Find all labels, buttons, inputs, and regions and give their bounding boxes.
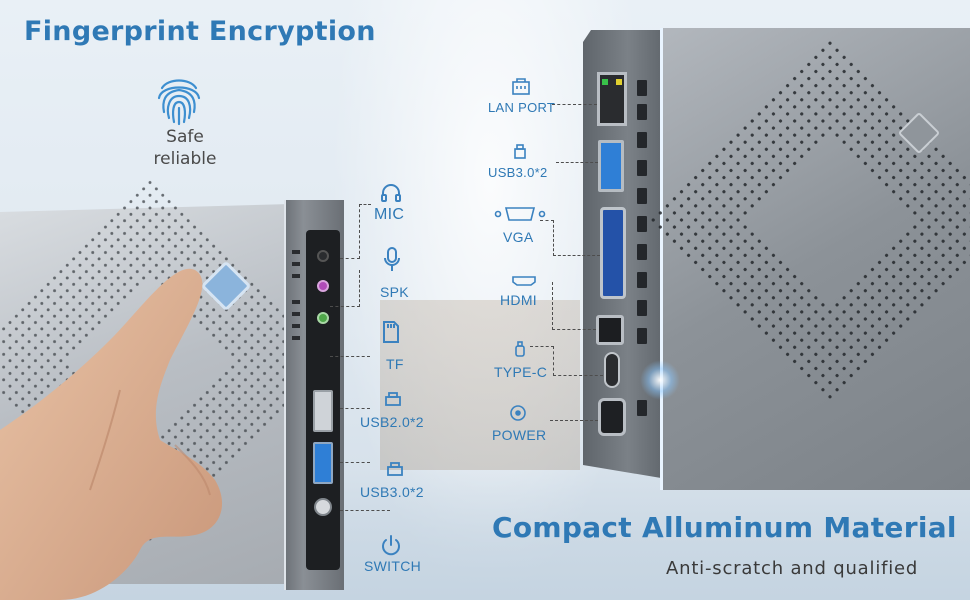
- right-vent: [637, 244, 647, 260]
- right-vent: [637, 104, 647, 120]
- callout-line-vga: [553, 220, 554, 256]
- label-power: POWER: [492, 427, 547, 443]
- safe-line-1: Safe: [166, 127, 204, 147]
- type-c-port: [604, 352, 620, 388]
- right-vent: [637, 80, 647, 96]
- dc-power-port: [598, 398, 626, 436]
- left-vent: [292, 312, 300, 316]
- callout-line-lan: [552, 104, 597, 105]
- callout-line-tf: [330, 356, 370, 357]
- usb2-port: [313, 390, 333, 432]
- dc-power-icon: [510, 405, 526, 421]
- label-mic: MIC: [374, 206, 405, 223]
- callout-line-typec: [553, 375, 603, 376]
- right-vent: [637, 132, 647, 148]
- label-tf: TF: [386, 356, 404, 372]
- label-vga: VGA: [503, 229, 534, 245]
- label-hdmi: HDMI: [500, 292, 537, 308]
- callout-line-mic: [359, 204, 360, 259]
- ethernet-icon: [512, 78, 530, 95]
- right-vent: [637, 272, 647, 288]
- left-vent: [292, 300, 300, 304]
- right-vent: [637, 160, 647, 176]
- edge-glow: [640, 360, 680, 400]
- headline-fingerprint: Fingerprint Encryption: [24, 16, 376, 47]
- callout-line-usb2: [340, 408, 370, 409]
- right-vent: [637, 188, 647, 204]
- right-vent: [637, 216, 647, 232]
- label-spk: SPK: [380, 284, 409, 300]
- usb-icon: [387, 462, 403, 476]
- right-vent: [637, 300, 647, 316]
- left-vent: [292, 274, 300, 278]
- callout-line-vga: [540, 220, 554, 221]
- sd-card-icon: [383, 321, 399, 343]
- callout-line-spk: [359, 270, 360, 307]
- label-switch: SWITCH: [364, 558, 422, 574]
- left-vent: [292, 324, 300, 328]
- safe-line-2: reliable: [153, 149, 217, 169]
- right-usb3-port: [598, 140, 624, 192]
- tf-slot: [317, 312, 329, 324]
- fingerprint-icon: [157, 79, 201, 126]
- callout-line-hdmi: [552, 282, 553, 330]
- mic-jack: [317, 250, 329, 262]
- callout-line-switch: [340, 510, 390, 511]
- headphones-icon: [381, 184, 401, 202]
- left-vent: [292, 336, 300, 340]
- vga-port: [600, 207, 626, 299]
- safe-reliable-text: Safe reliable: [140, 126, 230, 170]
- callout-line-power: [550, 420, 598, 421]
- left-vent: [292, 262, 300, 266]
- power-icon: [382, 535, 400, 556]
- label-type-c: TYPE-C: [494, 364, 548, 380]
- label-lan-port: LAN PORT: [488, 100, 556, 115]
- callout-line-usb3-right: [556, 162, 598, 163]
- callout-line-usb3: [340, 462, 370, 463]
- usb3-port: [313, 442, 333, 484]
- hdmi-port: [596, 315, 624, 345]
- callout-line-typec: [553, 346, 554, 376]
- left-vent: [292, 250, 300, 254]
- power-switch: [314, 498, 332, 516]
- microphone-icon: [384, 247, 400, 271]
- lan-port: [597, 72, 627, 126]
- vga-icon: [494, 207, 546, 221]
- callout-line-vga: [553, 255, 600, 256]
- speaker-jack: [317, 280, 329, 292]
- left-pc-port-panel: [306, 230, 340, 570]
- label-usb3-left: USB3.0*2: [360, 484, 424, 500]
- hand-image: [0, 268, 223, 600]
- subtitle-anti-scratch: Anti-scratch and qualified: [666, 558, 919, 579]
- usb-icon: [514, 144, 526, 159]
- callout-line-mic: [359, 204, 371, 205]
- callout-line-spk: [330, 306, 360, 307]
- label-usb2: USB2.0*2: [360, 414, 424, 430]
- callout-line-typec: [530, 346, 554, 347]
- usb-icon: [385, 392, 401, 406]
- callout-line-hdmi: [552, 329, 596, 330]
- hdmi-icon: [512, 276, 536, 286]
- usb-c-icon: [515, 341, 525, 357]
- label-usb3-right: USB3.0*2: [488, 165, 548, 180]
- right-vent: [637, 400, 647, 416]
- callout-line-mic: [340, 258, 360, 259]
- headline-compact-material: Compact Alluminum Material: [492, 511, 957, 544]
- background-building: [380, 300, 580, 470]
- right-vent: [637, 328, 647, 344]
